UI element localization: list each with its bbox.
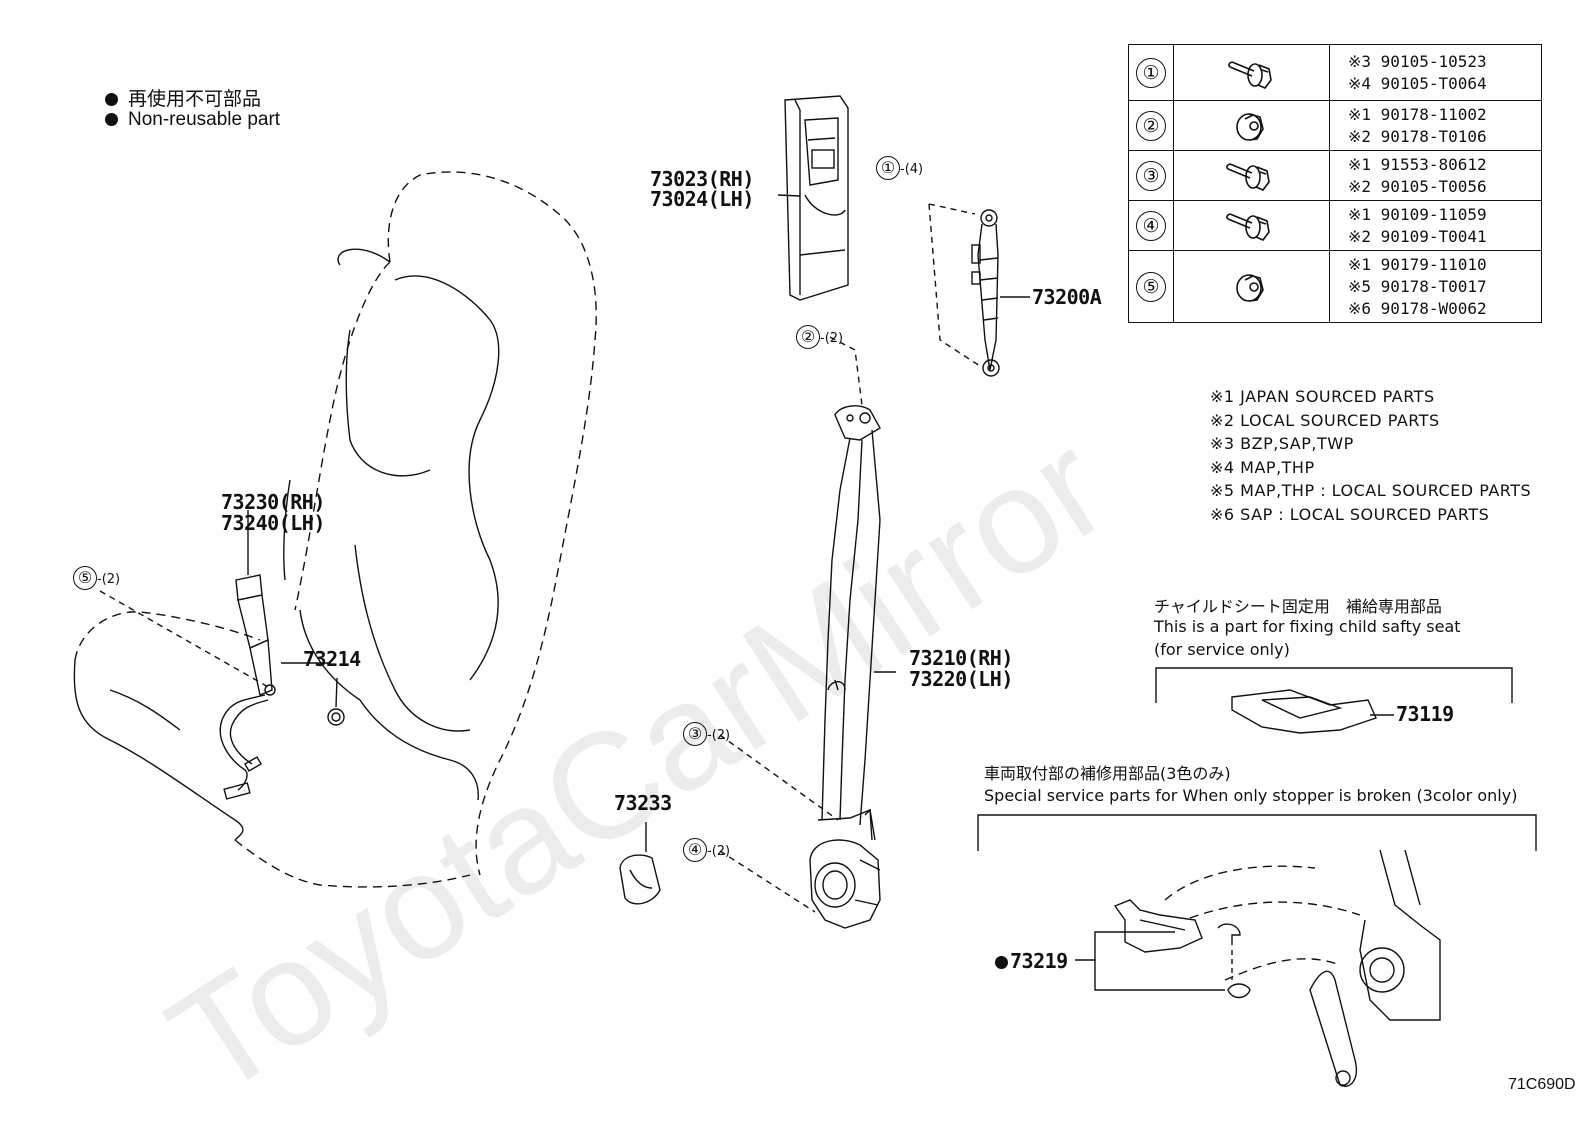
fastener-parts: ※3 90105-10523※4 90105-T0064 bbox=[1329, 44, 1542, 101]
fastener-parts: ※1 90109-11059※2 90109-T0041 bbox=[1329, 200, 1542, 251]
flange-nut-icon bbox=[1173, 100, 1330, 151]
seat-outline bbox=[73, 171, 597, 888]
seat-belt-buckle bbox=[219, 510, 276, 800]
label-73233: 73233 bbox=[614, 791, 672, 815]
label-73214: 73214 bbox=[303, 647, 361, 671]
child-seat-en: This is a part for fixing child safty se… bbox=[1154, 617, 1461, 636]
fastener-ref-cell: ③ bbox=[1128, 150, 1174, 201]
grommet-73214 bbox=[327, 708, 345, 726]
fastener-part-number: ※1 90179-11010 bbox=[1348, 254, 1487, 274]
fastener-parts: ※1 91553-80612※2 90105-T0056 bbox=[1329, 150, 1542, 201]
fastener-ref: ③ bbox=[1136, 160, 1166, 191]
child-seat-jp: チャイルドシート固定用 補給専用部品 bbox=[1154, 597, 1442, 616]
label-73200a: 73200A bbox=[1032, 285, 1102, 309]
label-73210: 73210(RH) bbox=[909, 646, 1013, 670]
note-line: ※6 SAP : LOCAL SOURCED PARTS bbox=[1210, 504, 1490, 524]
label-73219-text: 73219 bbox=[1010, 949, 1068, 973]
fastener-row: ① ※3 90105-10523※4 90105-T0064 bbox=[1128, 44, 1542, 101]
seat-belt-assembly bbox=[809, 405, 896, 929]
note-line: ※3 BZP,SAP,TWP bbox=[1210, 434, 1354, 454]
callout-5: ⑤-(2) bbox=[73, 566, 120, 590]
label-73023: 73023(RH) bbox=[650, 167, 754, 191]
fastener-ref: ② bbox=[1136, 110, 1166, 141]
callout-num: ④ bbox=[683, 838, 707, 862]
callout-num: ⑤ bbox=[73, 566, 97, 590]
callout-4: ④-(2) bbox=[683, 838, 730, 862]
pillar-trim bbox=[777, 95, 849, 301]
callout-qty: -(2) bbox=[707, 728, 731, 743]
callout-qty: -(2) bbox=[820, 331, 844, 346]
legend-jp: 再使用不可部品 bbox=[105, 84, 261, 111]
figure-id: 71C690D bbox=[1508, 1076, 1576, 1093]
note-line: ※2 LOCAL SOURCED PARTS bbox=[1210, 410, 1440, 430]
fastener-part-number: ※1 90178-11002 bbox=[1348, 104, 1487, 124]
legend-en-text: Non-reusable part bbox=[128, 109, 281, 130]
callout-2: ②-(2) bbox=[796, 325, 843, 349]
shoulder-anchor-adjuster bbox=[928, 203, 1030, 377]
child-seat-service-box bbox=[1155, 667, 1513, 734]
callout-qty: -(2) bbox=[707, 844, 731, 859]
fastener-ref: ④ bbox=[1136, 210, 1166, 241]
label-73219: 73219 bbox=[995, 951, 1068, 972]
label-73024: 73024(LH) bbox=[650, 187, 754, 211]
note-line: ※1 JAPAN SOURCED PARTS bbox=[1210, 387, 1435, 406]
fastener-part-number: ※1 90109-11059 bbox=[1348, 204, 1487, 224]
fastener-ref-cell: ① bbox=[1128, 44, 1174, 101]
flange-bolt-icon bbox=[1173, 44, 1330, 101]
non-reusable-dot-icon bbox=[105, 113, 118, 126]
fastener-part-number: ※4 90105-T0064 bbox=[1348, 73, 1487, 93]
note-line: ※5 MAP,THP : LOCAL SOURCED PARTS bbox=[1210, 481, 1532, 501]
callout-num: ① bbox=[876, 156, 900, 180]
fastener-part-number: ※2 90178-T0106 bbox=[1348, 126, 1487, 146]
non-reusable-dot-icon bbox=[995, 956, 1008, 969]
fastener-ref: ① bbox=[1136, 57, 1166, 88]
callout-num: ③ bbox=[683, 722, 707, 746]
seat-belt-diagram bbox=[73, 95, 1537, 1087]
stopper-jp: 車両取付部の補修用部品(3色のみ) bbox=[984, 764, 1231, 783]
fastener-part-number: ※2 90105-T0056 bbox=[1348, 176, 1487, 196]
callout-qty: -(4) bbox=[900, 162, 924, 177]
legend-jp-text: 再使用不可部品 bbox=[128, 89, 262, 110]
stopper-en: Special service parts for When only stop… bbox=[984, 786, 1518, 805]
label-73220: 73220(LH) bbox=[909, 667, 1013, 691]
fastener-row: ③ ※1 91553-80612※2 90105-T0056 bbox=[1128, 150, 1542, 201]
flange-bolt-icon bbox=[1173, 150, 1330, 201]
fastener-ref-cell: ④ bbox=[1128, 200, 1174, 251]
fastener-row: ② ※1 90178-11002※2 90178-T0106 bbox=[1128, 100, 1542, 151]
fastener-part-number: ※6 90178-W0062 bbox=[1348, 298, 1487, 318]
label-73119: 73119 bbox=[1396, 702, 1454, 726]
stopper-service-box bbox=[977, 814, 1537, 1087]
label-73230: 73230(RH) bbox=[221, 490, 325, 514]
fastener-part-number: ※1 91553-80612 bbox=[1348, 154, 1487, 174]
flange-bolt-icon bbox=[1173, 200, 1330, 251]
fastener-parts: ※1 90179-11010※5 90178-T0017※6 90178-W00… bbox=[1329, 250, 1542, 323]
non-reusable-dot-icon bbox=[105, 93, 118, 106]
callout-num: ② bbox=[796, 325, 820, 349]
fastener-row: ④ ※1 90109-11059※2 90109-T0041 bbox=[1128, 200, 1542, 251]
child-seat-service-only: (for service only) bbox=[1154, 640, 1290, 659]
fastener-row: ⑤ ※1 90179-11010※5 90178-T0017※6 90178-W… bbox=[1128, 250, 1542, 323]
fastener-ref-cell: ② bbox=[1128, 100, 1174, 151]
flange-nut-icon bbox=[1173, 250, 1330, 323]
note-line: ※4 MAP,THP bbox=[1210, 457, 1315, 477]
fastener-table: ① ※3 90105-10523※4 90105-T0064 ② ※1 9017… bbox=[1128, 44, 1542, 323]
fastener-part-number: ※2 90109-T0041 bbox=[1348, 226, 1487, 246]
callout-1: ①-(4) bbox=[876, 156, 923, 180]
label-73240: 73240(LH) bbox=[221, 511, 325, 535]
callout-qty: -(2) bbox=[97, 572, 121, 587]
fastener-ref: ⑤ bbox=[1136, 271, 1166, 302]
fastener-part-number: ※3 90105-10523 bbox=[1348, 51, 1487, 71]
belt-cap-73233 bbox=[619, 822, 661, 905]
callout-3: ③-(2) bbox=[683, 722, 730, 746]
fastener-part-number: ※5 90178-T0017 bbox=[1348, 276, 1487, 296]
legend-en: Non-reusable part bbox=[105, 109, 280, 131]
source-notes: ※1 JAPAN SOURCED PARTS ※2 LOCAL SOURCED … bbox=[1210, 385, 1531, 527]
